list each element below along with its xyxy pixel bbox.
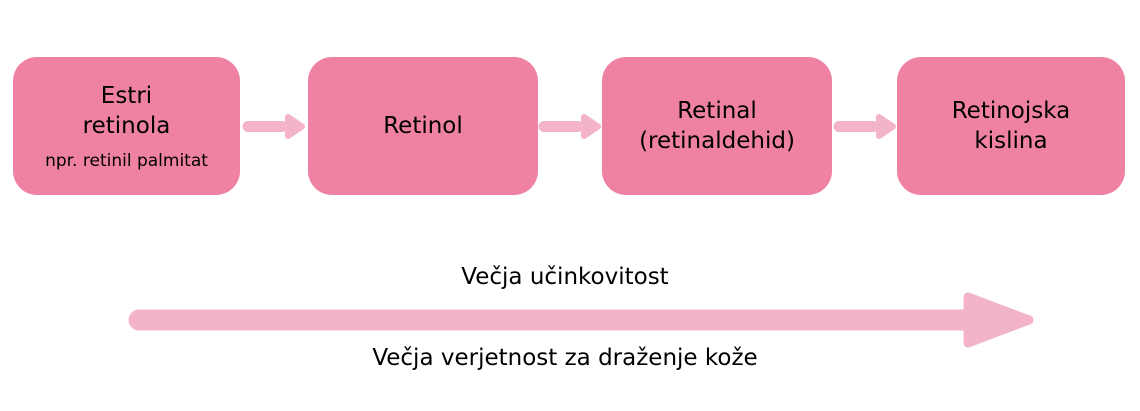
flow-arrow-icon [242,114,305,139]
flow-arrow-icon [833,114,896,139]
flow-box-estri-retinola: Estri retinola npr. retinil palmitat [13,57,240,195]
flow-box-retinal: Retinal (retinaldehid) [602,57,832,195]
box-title: Retinal (retinaldehid) [639,98,795,154]
box-title: Retinol [383,113,463,139]
progression-top-label: Večja učinkovitost [461,264,669,290]
box-subtitle: npr. retinil palmitat [45,150,208,171]
progression-arrow-icon [128,292,1034,348]
box-title: Retinojska kislina [951,98,1071,154]
flow-arrow-icon [538,114,601,139]
box-title: Estri retinola [82,82,171,139]
progression-bottom-label: Večja verjetnost za draženje kože [372,345,758,371]
flow-box-retinojska-kislina: Retinojska kislina [897,57,1125,195]
flow-box-retinol: Retinol [308,57,538,195]
